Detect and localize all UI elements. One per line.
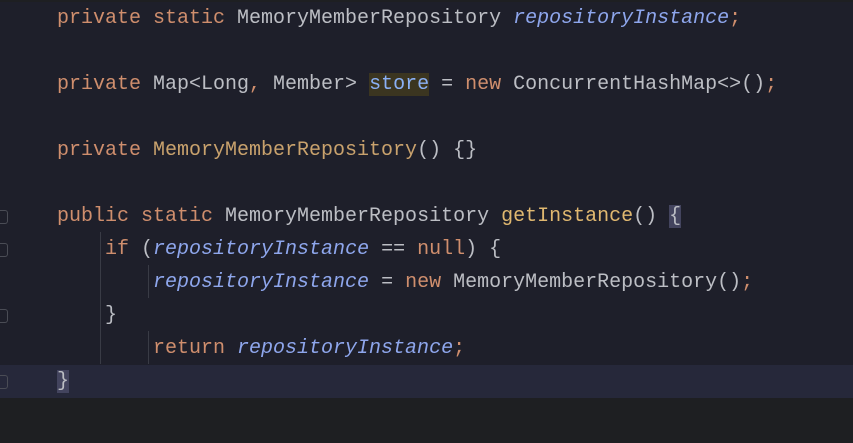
code-token: , [249, 73, 274, 96]
code-token: ; [765, 73, 778, 96]
code-token: MemoryMemberRepository [153, 139, 418, 162]
code-token: ; [729, 7, 742, 30]
code-token: new [405, 271, 454, 294]
code-line[interactable]: if (repositoryInstance == null) { [0, 233, 853, 266]
code-token: ) { [465, 238, 502, 261]
code-token: ConcurrentHashMap<>() [513, 73, 766, 96]
code-line[interactable]: } [0, 365, 853, 398]
code-token: MemoryMemberRepository [237, 7, 514, 30]
code-line[interactable]: public static MemoryMemberRepository get… [0, 200, 853, 233]
code-token: repositoryInstance [153, 271, 370, 294]
code-token: Map<Long [153, 73, 250, 96]
code-token: () {} [417, 139, 478, 162]
indent-guide [100, 232, 101, 364]
fold-icon[interactable] [0, 375, 8, 389]
code-token: private [57, 139, 154, 162]
code-editor[interactable]: private static MemoryMemberRepository re… [0, 2, 853, 398]
code-token: repositoryInstance [513, 7, 730, 30]
code-token: MemoryMemberRepository() [453, 271, 742, 294]
code-line[interactable] [0, 35, 853, 68]
code-token: null [417, 238, 466, 261]
indent-guide [148, 331, 149, 364]
code-token: = [369, 271, 406, 294]
code-token: } [57, 304, 118, 327]
code-token: if [57, 238, 142, 261]
fold-icon[interactable] [0, 309, 8, 323]
code-token: public static [57, 205, 226, 228]
code-line[interactable]: private MemoryMemberRepository() {} [0, 134, 853, 167]
code-token: new [465, 73, 514, 96]
code-line[interactable]: private static MemoryMemberRepository re… [0, 2, 853, 35]
code-line[interactable]: return repositoryInstance; [0, 332, 853, 365]
fold-icon[interactable] [0, 210, 8, 224]
code-token: == [369, 238, 418, 261]
code-token: ; [453, 337, 466, 360]
code-token: = [429, 73, 466, 96]
fold-icon[interactable] [0, 243, 8, 257]
code-line[interactable]: private Map<Long, Member> store = new Co… [0, 68, 853, 101]
code-token: Member> [273, 73, 370, 96]
code-token: MemoryMemberRepository [225, 205, 502, 228]
code-token: return [153, 337, 226, 360]
code-token: repositoryInstance [153, 238, 370, 261]
code-line[interactable] [0, 101, 853, 134]
code-token [57, 271, 153, 294]
code-token: private static [57, 7, 238, 30]
code-line[interactable]: repositoryInstance = new MemoryMemberRep… [0, 266, 853, 299]
code-token: getInstance [501, 205, 634, 228]
code-line[interactable] [0, 167, 853, 200]
code-token: private [57, 73, 154, 96]
code-token: } [57, 370, 70, 393]
code-token: ( [141, 238, 154, 261]
code-line[interactable]: } [0, 299, 853, 332]
code-token: ; [741, 271, 754, 294]
code-token: repositoryInstance [237, 337, 454, 360]
code-token: store [369, 73, 430, 96]
code-token: { [669, 205, 682, 228]
indent-guide [148, 265, 149, 298]
code-token: () [633, 205, 670, 228]
